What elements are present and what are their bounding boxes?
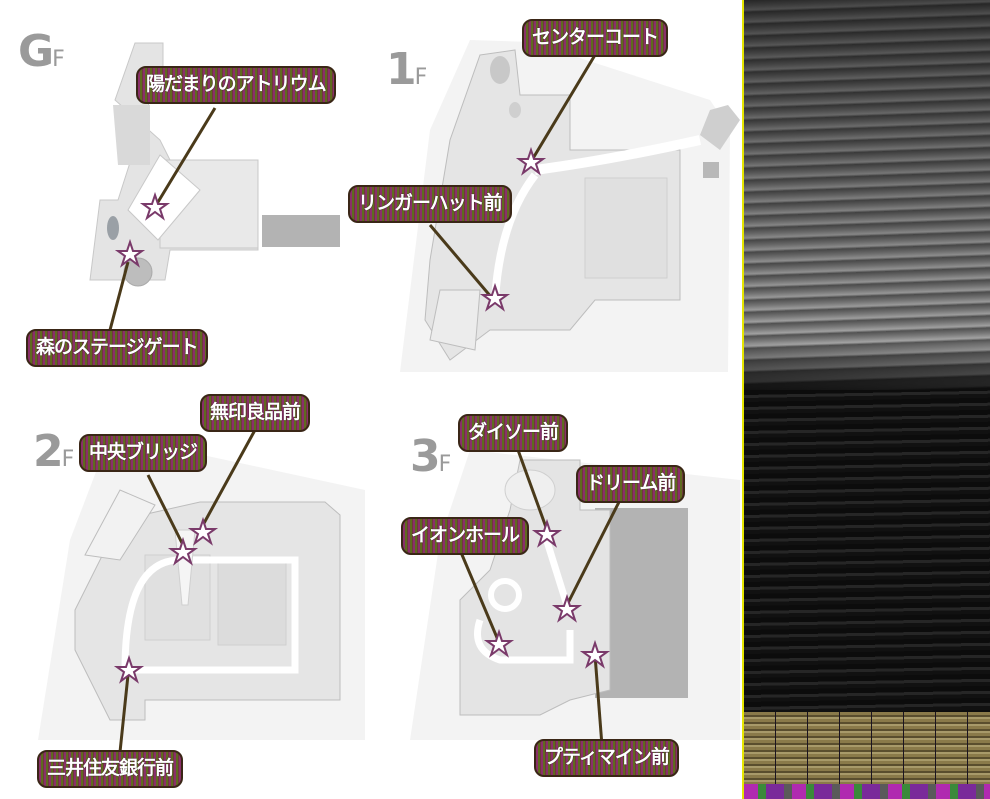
glitch-band-tan — [744, 712, 990, 784]
callout-central-bridge[interactable]: 中央ブリッジ — [79, 434, 208, 472]
star-icon[interactable] — [531, 518, 563, 548]
star-icon[interactable] — [479, 282, 511, 312]
callout-aeon-hall[interactable]: イオンホール — [401, 517, 530, 555]
star-icon[interactable] — [187, 516, 219, 546]
floor-label-gf: GF — [18, 26, 65, 77]
callout-daiso[interactable]: ダイソー前 — [458, 414, 569, 452]
callout-center-court[interactable]: センターコート — [522, 19, 669, 57]
floor-plan-2f — [38, 429, 365, 753]
callout-atrium[interactable]: 陽だまりのアトリウム — [136, 66, 336, 104]
star-icon[interactable] — [579, 639, 611, 669]
callout-muji[interactable]: 無印良品前 — [200, 394, 311, 432]
floor-maps: GF 陽だまりのアトリウム 森のステージゲート 1F — [0, 0, 740, 799]
floor-3f: 3F — [370, 390, 740, 799]
floor-label-3f: 3F — [410, 431, 452, 482]
callout-ringer-hut[interactable]: リンガーハット前 — [348, 185, 512, 223]
glitch-band-dark — [744, 390, 990, 712]
callout-dream[interactable]: ドリーム前 — [576, 465, 686, 503]
star-icon[interactable] — [139, 191, 171, 221]
floor-label-1f: 1F — [386, 44, 428, 95]
callout-forest-stage-gate[interactable]: 森のステージゲート — [26, 329, 208, 367]
callout-smbc[interactable]: 三井住友銀行前 — [37, 750, 184, 788]
floor-1f: 1F センターコート リンガーハット前 — [348, 0, 740, 390]
star-icon[interactable] — [114, 238, 146, 268]
floor-label-2f: 2F — [33, 426, 75, 477]
floor-plan-1f — [400, 40, 740, 372]
star-icon[interactable] — [167, 536, 199, 566]
floor-plan-gf — [89, 42, 340, 331]
star-icon[interactable] — [515, 146, 547, 176]
star-icon[interactable] — [551, 593, 583, 623]
glitch-band-color — [744, 784, 990, 799]
floor-2f: 2F 中央ブリッジ 無印良品前 三井住友 — [0, 390, 370, 799]
callout-petit-main[interactable]: プティマイン前 — [534, 739, 679, 777]
distorted-image-panel — [742, 0, 990, 799]
star-icon[interactable] — [113, 654, 145, 684]
floor-gf: GF 陽だまりのアトリウム 森のステージゲート — [0, 0, 370, 390]
star-icon[interactable] — [483, 628, 515, 658]
glitch-band-gray — [744, 0, 990, 390]
